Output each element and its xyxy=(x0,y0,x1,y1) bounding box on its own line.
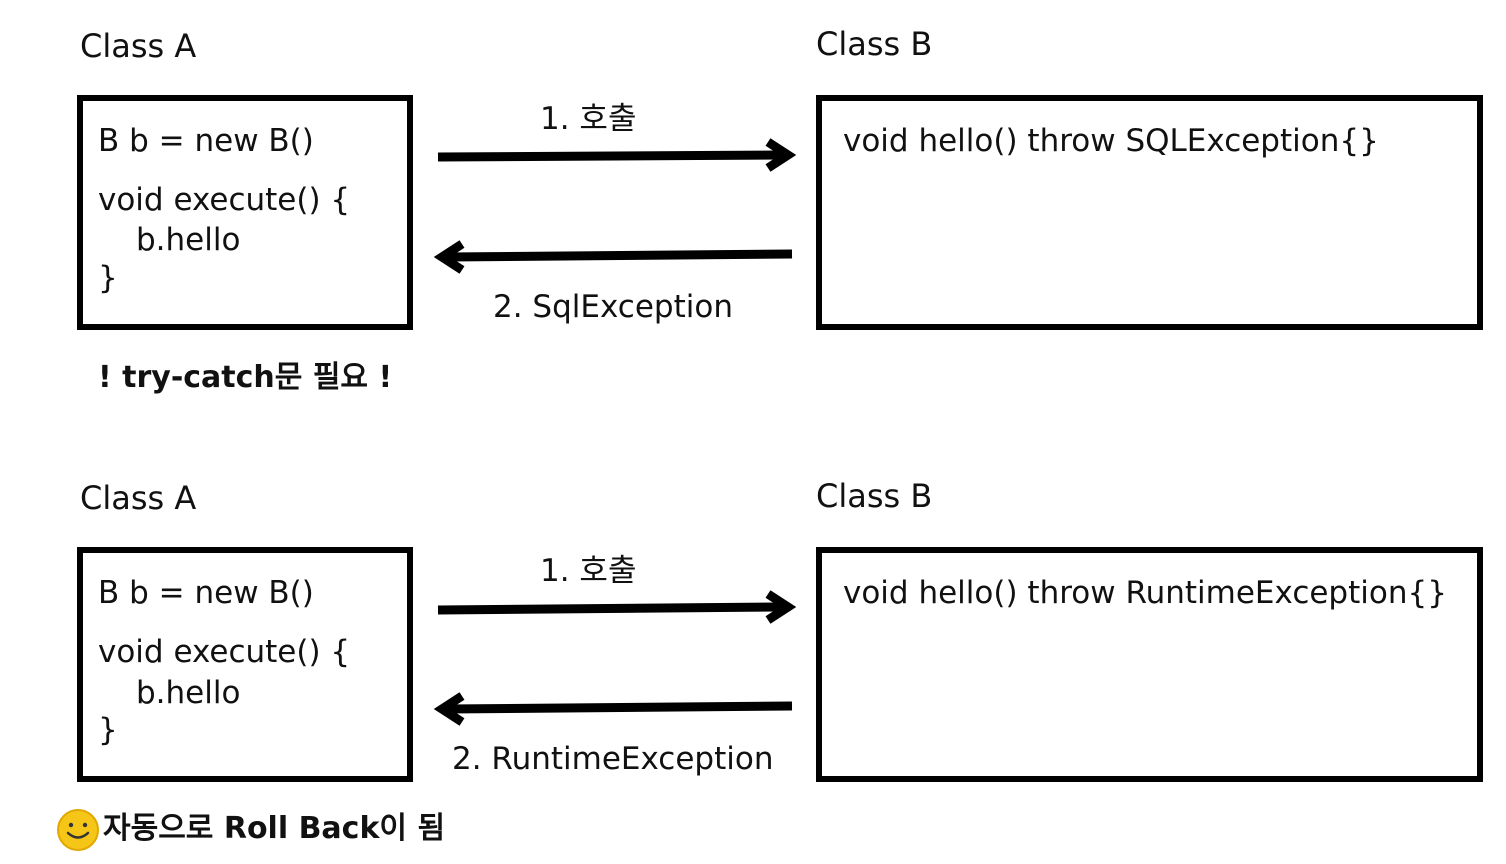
top-note: ! try-catch문 필요 ! xyxy=(98,360,393,395)
top-class-a-code-line-4: } xyxy=(98,260,118,296)
top-call-arrow xyxy=(437,138,797,172)
bottom-class-a-box xyxy=(77,547,413,782)
bottom-note: 자동으로 Roll Back이 됨 xyxy=(103,811,446,846)
top-class-a-title: Class A xyxy=(80,27,197,65)
smiley-icon xyxy=(57,809,99,851)
top-class-a-code-line-1: B b = new B() xyxy=(98,123,314,159)
bottom-return-arrow xyxy=(433,692,793,726)
top-call-label: 1. 호출 xyxy=(540,101,637,137)
bottom-return-label: 2. RuntimeException xyxy=(452,741,774,777)
top-class-b-title: Class B xyxy=(816,25,933,63)
top-class-a-code-line-2: void execute() { xyxy=(98,182,351,218)
bottom-class-b-title: Class B xyxy=(816,477,933,515)
top-return-label: 2. SqlException xyxy=(493,289,733,325)
bottom-class-a-code-line-1: B b = new B() xyxy=(98,575,314,611)
top-class-b-code: void hello() throw SQLException{} xyxy=(843,123,1379,159)
top-class-a-box xyxy=(77,95,413,330)
smiley-face xyxy=(57,809,99,851)
smiley-right-eye xyxy=(82,822,88,828)
smiley-left-eye xyxy=(68,822,74,828)
bottom-call-arrow xyxy=(437,590,797,624)
top-return-arrow xyxy=(433,240,793,274)
top-class-a-code-line-3: b.hello xyxy=(136,222,241,258)
bottom-call-label: 1. 호출 xyxy=(540,553,637,589)
bottom-class-b-box xyxy=(816,547,1483,782)
bottom-class-b-code: void hello() throw RuntimeException{} xyxy=(843,575,1447,611)
bottom-class-a-code-line-4: } xyxy=(98,712,118,748)
top-class-b-box xyxy=(816,95,1483,330)
bottom-class-a-code-line-2: void execute() { xyxy=(98,634,351,670)
bottom-class-a-title: Class A xyxy=(80,479,197,517)
bottom-class-a-code-line-3: b.hello xyxy=(136,675,241,711)
smiley-mouth xyxy=(66,831,90,839)
